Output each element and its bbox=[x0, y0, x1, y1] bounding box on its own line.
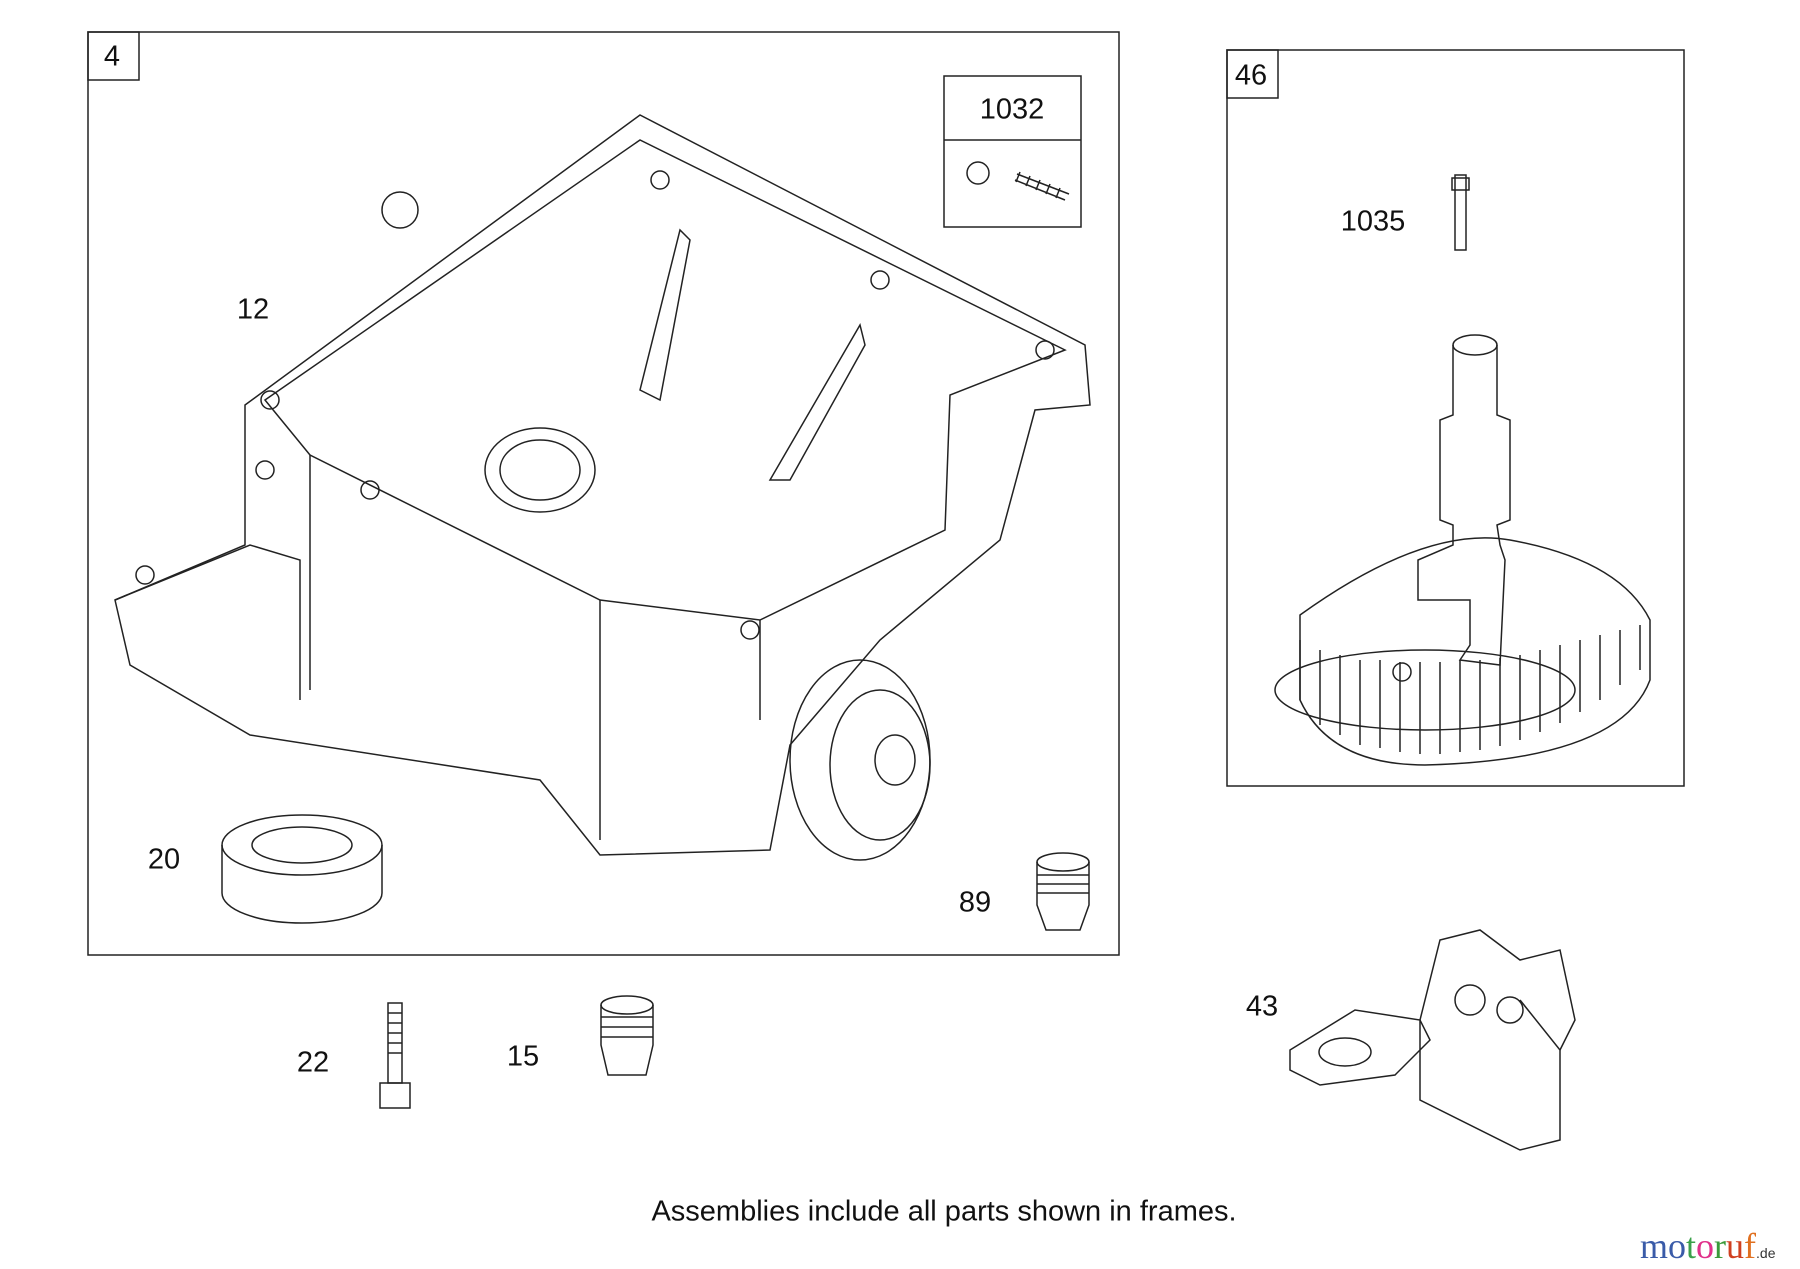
logo-letter: u bbox=[1726, 1226, 1745, 1266]
pin-1035-drawing bbox=[1451, 174, 1470, 251]
motoruf-logo[interactable]: motoruf.de bbox=[1640, 1225, 1776, 1267]
callout-1035: 1035 bbox=[1340, 205, 1406, 238]
check-ball-icon bbox=[966, 161, 990, 185]
oil-seal-drawing bbox=[221, 814, 383, 924]
caption: Assemblies include all parts shown in fr… bbox=[651, 1195, 1237, 1228]
bolt-22-drawing bbox=[379, 1002, 411, 1109]
callout-46: 46 bbox=[1234, 59, 1268, 92]
kit-box-1032 bbox=[943, 75, 1082, 228]
sump-drawing bbox=[114, 114, 1091, 861]
callout-43: 43 bbox=[1245, 990, 1279, 1023]
governor-drawing bbox=[1289, 929, 1576, 1151]
callout-89: 89 bbox=[958, 886, 992, 919]
callout-12: 12 bbox=[236, 293, 270, 326]
logo-suffix: .de bbox=[1756, 1245, 1776, 1261]
logo-letter: o bbox=[1668, 1226, 1687, 1266]
logo-letter: t bbox=[1686, 1226, 1697, 1266]
callout-20: 20 bbox=[147, 843, 181, 876]
camshaft-drawing bbox=[1274, 334, 1651, 766]
frame-4-tab bbox=[87, 31, 140, 81]
logo-letter: r bbox=[1714, 1226, 1727, 1266]
frame-4 bbox=[87, 31, 1120, 956]
callout-22: 22 bbox=[296, 1046, 330, 1079]
logo-letter: o bbox=[1696, 1226, 1715, 1266]
logo-letter: f bbox=[1744, 1226, 1757, 1266]
callout-15: 15 bbox=[506, 1040, 540, 1073]
callout-1032: 1032 bbox=[979, 93, 1045, 126]
plug-15-drawing bbox=[600, 995, 654, 1076]
frame-46 bbox=[1226, 49, 1685, 787]
plug-89-drawing bbox=[1036, 852, 1090, 931]
frame-46-tab bbox=[1226, 49, 1279, 99]
spring-icon bbox=[1014, 171, 1070, 201]
logo-letter: m bbox=[1640, 1226, 1669, 1266]
logo-text: motoruf bbox=[1640, 1226, 1756, 1266]
callout-4: 4 bbox=[103, 40, 121, 73]
